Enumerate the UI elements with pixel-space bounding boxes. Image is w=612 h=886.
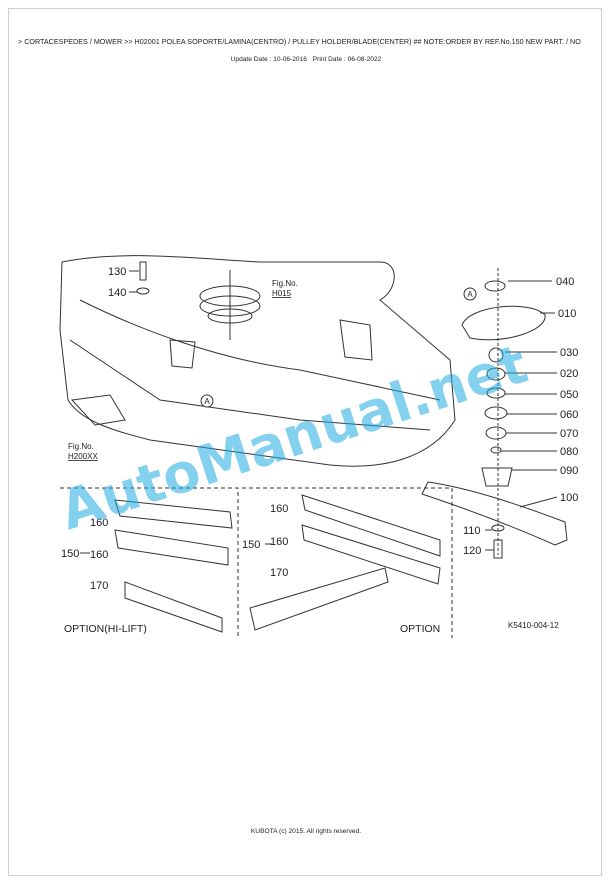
callout-mid-160a: 160 [270,503,288,515]
callout-060: 060 [560,409,578,421]
date-line: Update Date : 10-06-2016 Print Date : 06… [0,56,612,63]
print-date: Print Date : 06-08-2022 [312,56,382,63]
deck-bracket-right [339,319,373,361]
callout-040: 040 [556,276,574,288]
mower-deck-outline [59,255,456,467]
deck-bracket-left [70,394,126,426]
page-frame [8,8,602,876]
option-hi-lift-label: OPTION(HI-LIFT) [64,623,147,635]
fig-ref-label-h200: Fig.No. [68,442,94,451]
std-blade-3 [249,567,389,631]
watermark: AutoManual.net [53,332,535,542]
option-frame-left [60,487,239,638]
marker-a-stack: A [467,290,473,299]
callout-030: 030 [560,347,578,359]
callout-020: 020 [560,368,578,380]
drawing-code: K5410-004-12 [508,621,559,630]
std-blade-1 [301,494,441,557]
part-010-drawing [461,305,546,341]
callout-090: 090 [560,465,578,477]
callout-140: 140 [108,287,126,299]
fig-ref-code-h200: H200XX [68,452,98,461]
callout-080: 080 [560,446,578,458]
part-080-drawing [490,446,502,454]
part-070-drawing [485,426,507,440]
fig-ref-code-h015: H015 [272,289,292,298]
callout-110: 110 [463,525,481,537]
fig-ref-label-h015: Fig.No. [272,279,298,288]
callout-left-160b: 160 [90,549,108,561]
deck-bracket-mid [169,339,196,369]
part-060-drawing [484,406,508,420]
washer-140-drawing [136,287,150,295]
callout-left-160a: 160 [90,517,108,529]
marker-a-deck: A [204,397,210,406]
blade-100-drawing [421,481,568,546]
hilift-blade-1 [114,499,233,529]
breadcrumb: > CORTACESPEDES / MOWER >> H02001 POLEA … [18,37,581,46]
callout-100: 100 [560,492,578,504]
deck-ridge-line [69,339,431,431]
hilift-blade-3 [124,581,223,633]
part-050-drawing [486,387,506,399]
part-020-drawing [486,367,506,381]
option-standard-label: OPTION [400,623,440,635]
callout-120: 120 [463,545,481,557]
callout-070: 070 [560,428,578,440]
callout-130: 130 [108,266,126,278]
option-frame-mid [242,487,453,638]
hilift-blade-2 [114,529,229,566]
bolt-130-drawing [139,261,147,281]
part-090-drawing [481,467,513,487]
bolt-120-drawing [493,539,503,559]
callout-050: 050 [560,389,578,401]
footer-copyright: KUBOTA (c) 2015. All rights reserved. [250,828,362,835]
part-040-drawing [484,280,506,292]
parts-diagram: A A 130 140 040 010 030 020 050 060 070 … [53,255,578,638]
deck-inner-line [79,299,441,401]
std-blade-2 [301,524,441,585]
callout-mid-150: 150 [242,539,260,551]
callout-left-150: 150 [61,548,79,560]
washer-110-drawing [491,524,505,532]
update-date: Update Date : 10-06-2016 [230,56,307,63]
callout-mid-170: 170 [270,567,288,579]
callout-010: 010 [558,308,576,320]
callout-mid-160b: 160 [270,536,288,548]
callout-left-170: 170 [90,580,108,592]
part-030-drawing [488,347,504,363]
